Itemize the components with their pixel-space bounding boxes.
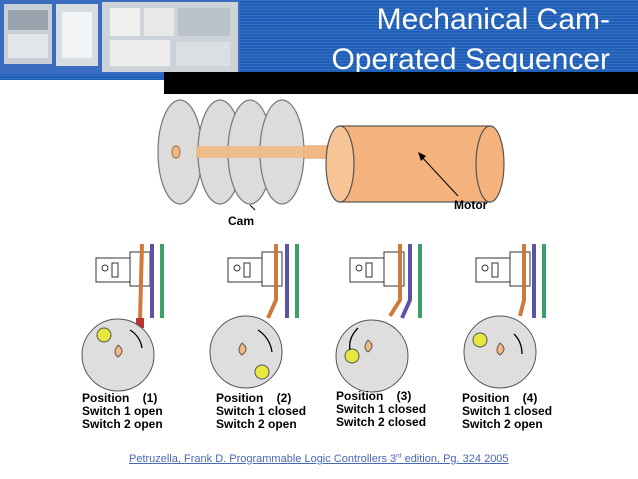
switch-assembly-2 <box>209 244 299 389</box>
position-4-switch-1: Switch 1 closed <box>462 404 553 418</box>
position-4-title: Position (4) <box>462 391 538 405</box>
position-2-title: Position (2) <box>216 391 292 405</box>
position-2-switch-1: Switch 1 closed <box>216 404 307 418</box>
cam-label: Cam <box>228 214 255 228</box>
motor-label: Motor <box>454 198 488 212</box>
position-1-caption: Position (1) Switch 1 open Switch 2 open <box>82 392 163 431</box>
slide-title: Mechanical Cam- Operated Sequencer <box>220 0 610 80</box>
title-line-1: Mechanical Cam- <box>376 3 610 36</box>
position-4-switch-2: Switch 2 open <box>462 417 543 431</box>
citation-superscript: rd <box>396 453 402 460</box>
header-banner: Mechanical Cam- Operated Sequencer <box>0 0 638 80</box>
citation-link[interactable]: Petruzella, Frank D. Programmable Logic … <box>129 453 509 465</box>
switch-assembly-4 <box>463 244 546 389</box>
switch-assembly-1 <box>81 243 164 392</box>
motor <box>325 125 505 203</box>
position-1-title: Position (1) <box>82 391 158 405</box>
citation-edition: edition, Pg. 324 2005 <box>401 453 509 465</box>
position-3-title: Position (3) <box>336 389 412 403</box>
position-3-switch-1: Switch 1 closed <box>336 402 427 416</box>
plc-photo-collage <box>0 0 240 74</box>
citation-text: Petruzella, Frank D. Programmable Logic … <box>129 453 397 465</box>
header-underline-bar <box>164 72 638 94</box>
position-1-switch-1: Switch 1 open <box>82 404 163 418</box>
position-3-caption: Position (3) Switch 1 closed Switch 2 cl… <box>336 390 426 429</box>
position-2-switch-2: Switch 2 open <box>216 417 297 431</box>
position-2-caption: Position (2) Switch 1 closed Switch 2 op… <box>216 392 306 431</box>
switch-assembly-3 <box>335 244 422 393</box>
position-1-switch-2: Switch 2 open <box>82 417 163 431</box>
title-line-2: Operated Sequencer <box>331 43 610 76</box>
position-3-switch-2: Switch 2 closed <box>336 415 427 429</box>
position-4-caption: Position (4) Switch 1 closed Switch 2 op… <box>462 392 552 431</box>
